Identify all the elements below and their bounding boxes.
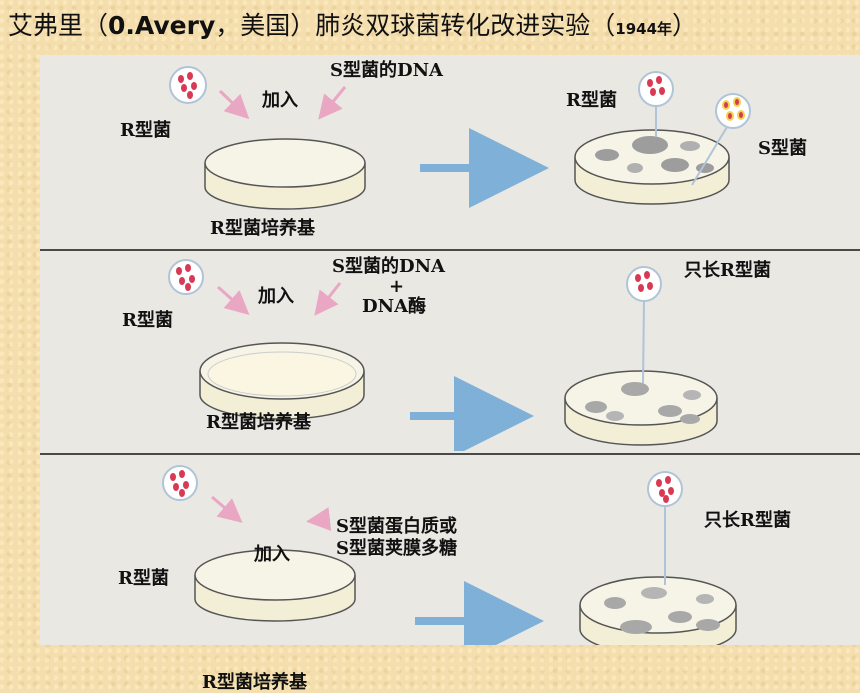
panel-protein-drawing bbox=[162, 465, 737, 645]
medium-label: R型菌培养基 bbox=[202, 672, 307, 693]
title-scientist: 0.Avery bbox=[108, 11, 216, 40]
added-substance: S型菌的DNA bbox=[330, 60, 444, 81]
page-title: 艾弗里（0.Avery，美国）肺炎双球菌转化改进实验（1944年） bbox=[8, 6, 697, 46]
divider-2 bbox=[40, 453, 860, 455]
culture-dish bbox=[204, 138, 366, 210]
added-substance-line3: DNA酶 bbox=[362, 296, 427, 317]
add-arrow-left bbox=[211, 495, 243, 523]
experiment-figure: R型菌 加入 S型菌的DNA R型菌培养基 R型菌 S型菌 bbox=[40, 55, 860, 693]
title-prefix: 艾弗里（ bbox=[8, 11, 109, 40]
added-substance-line2: S型菌荚膜多糖 bbox=[336, 538, 457, 559]
s-result-bubble bbox=[691, 93, 751, 186]
added-label: 加入 bbox=[262, 90, 298, 111]
add-arrow-right bbox=[318, 86, 347, 120]
added-label: 加入 bbox=[258, 286, 294, 307]
result-label: 只长R型菌 bbox=[684, 260, 771, 281]
result-label: 只长R型菌 bbox=[704, 510, 791, 531]
added-substance-line2: + bbox=[389, 276, 405, 297]
r-result-bubble bbox=[647, 471, 683, 585]
added-substance-line1: S型菌的DNA bbox=[332, 256, 446, 277]
added-label: 加入 bbox=[254, 544, 290, 565]
culture-dish bbox=[199, 342, 365, 420]
panel-protein-polysaccharide: R型菌 加入 S型菌蛋白质或 S型菌荚膜多糖 R型菌培养基 只长R型菌 bbox=[40, 457, 860, 693]
r-result-bubble bbox=[638, 71, 674, 137]
title-middle: ，美国）肺炎双球菌转化改进实验（ bbox=[215, 11, 616, 40]
r-bacteria-label: R型菌 bbox=[122, 310, 173, 331]
add-arrow-right bbox=[306, 507, 332, 531]
add-arrow-right bbox=[314, 282, 342, 316]
result-dish bbox=[564, 370, 718, 446]
panel-dna-dnase-drawing bbox=[168, 259, 718, 451]
add-arrow-left bbox=[217, 285, 250, 315]
result-s-label: S型菌 bbox=[758, 138, 807, 159]
panel-dna-dnase: R型菌 加入 S型菌的DNA + DNA酶 R型菌培养基 只长R型菌 bbox=[40, 253, 860, 451]
culture-dish bbox=[194, 549, 356, 622]
result-dish bbox=[579, 576, 737, 645]
result-dish bbox=[574, 129, 730, 205]
title-year: 1944年 bbox=[615, 20, 673, 38]
result-r-label: R型菌 bbox=[566, 90, 617, 111]
r-bacteria-bubble bbox=[162, 465, 198, 501]
medium-label: R型菌培养基 bbox=[206, 412, 311, 433]
title-suffix: ） bbox=[672, 11, 698, 40]
divider-1 bbox=[40, 249, 860, 251]
medium-label: R型菌培养基 bbox=[210, 218, 315, 239]
r-bacteria-bubble bbox=[169, 66, 207, 104]
r-bacteria-bubble bbox=[168, 259, 204, 295]
add-arrow-left bbox=[218, 89, 250, 120]
r-bacteria-label: R型菌 bbox=[120, 120, 171, 141]
panel-dna-drawing bbox=[169, 66, 751, 210]
r-bacteria-label: R型菌 bbox=[118, 568, 169, 589]
added-substance-line1: S型菌蛋白质或 bbox=[336, 516, 457, 537]
r-result-bubble bbox=[626, 266, 662, 384]
panel-dna: R型菌 加入 S型菌的DNA R型菌培养基 R型菌 S型菌 bbox=[40, 55, 860, 247]
